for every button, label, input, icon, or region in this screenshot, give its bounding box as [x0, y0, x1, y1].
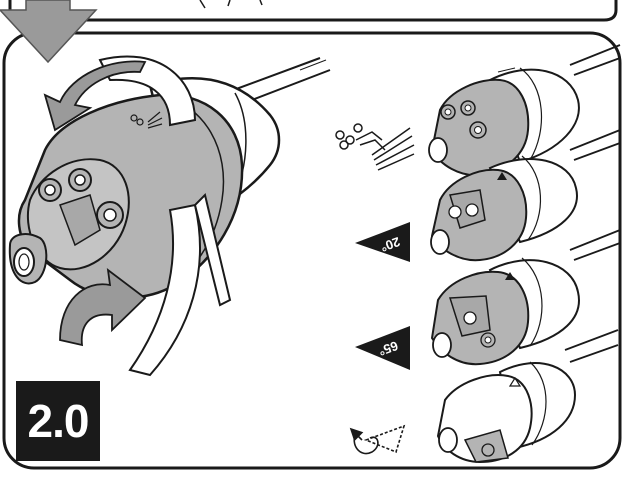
step-number-badge: 2.0 [16, 381, 100, 461]
previous-panel-edge [10, 0, 616, 20]
